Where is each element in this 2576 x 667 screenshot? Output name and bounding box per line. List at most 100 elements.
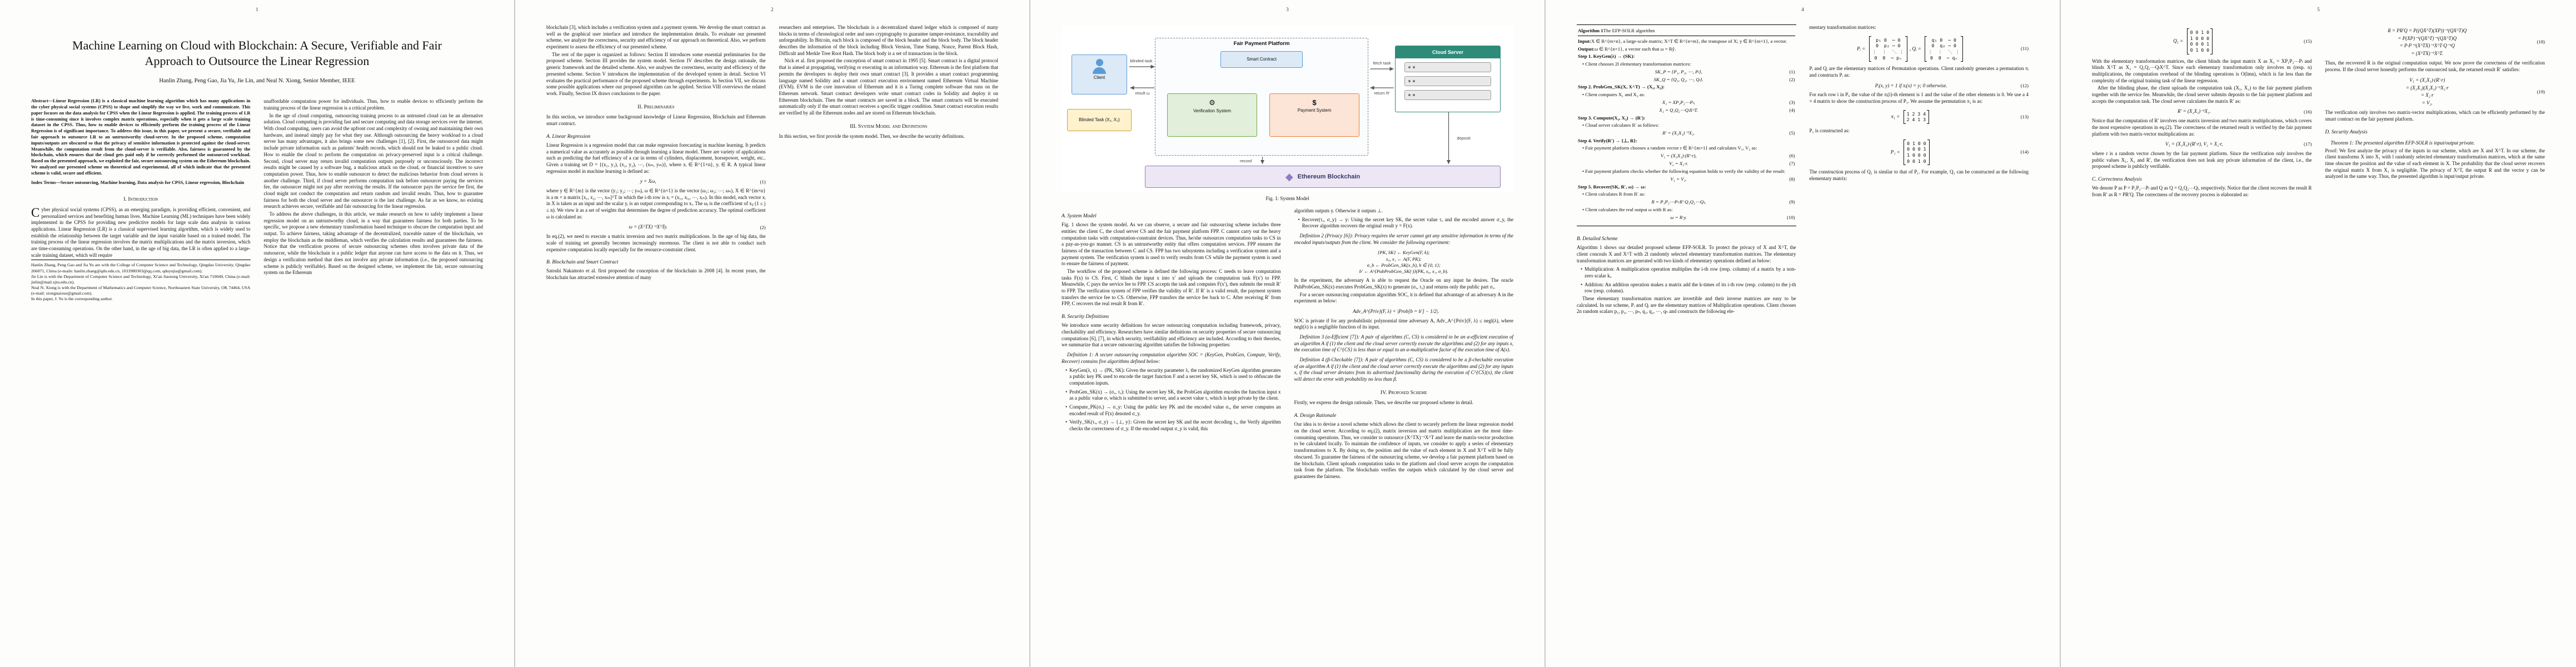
paragraph: These elementary transformation matrices… — [1577, 296, 1796, 315]
bullet-text: Verify_SK(τₓ, σ_y) → {⊥, y}: Given the s… — [1069, 419, 1281, 431]
person-head-shape — [1095, 59, 1103, 66]
equation-text: X₁ = XP₁P₂⋯Pₗ, — [1662, 99, 1695, 105]
algorithm-line: Step 3. Compute(X₁, X₂) → (R′): — [1578, 115, 1795, 121]
bullet-text: ProbGen_SK(x) → (σₓ, τₓ): Using the secr… — [1069, 389, 1281, 401]
algorithm-line: • Client calculates the real output ω wi… — [1582, 207, 1795, 213]
server-dot — [1413, 94, 1415, 96]
equation-text: , Qᵢ = — [1910, 46, 1922, 52]
equation-number: (17) — [2304, 141, 2312, 147]
equation: V₂ = X₂·r.(7) — [1578, 161, 1795, 167]
subsection-heading: D. Security Analysis — [2325, 129, 2368, 135]
page-number: 3 — [1286, 7, 1289, 12]
algorithm-line: Step 4. Verify(R′) → {⊥, R}: — [1578, 138, 1795, 144]
figure-caption: Fig. 1: System Model — [1265, 196, 1309, 201]
columns: Q₁ = 0 0 1 0 1 0 0 0 0 0 0 1 0 1 0 0(15)… — [2092, 24, 2545, 646]
equation: Pᵢ = p₁ 0 ⋯ 0 0 p₂ ⋯ 0 ⋮ ⋮ ⋱ ⋮ 0 0 ⋯ pₙ,… — [1810, 35, 2029, 63]
page-number: 2 — [771, 7, 774, 12]
fig-smart-contract-box: Smart Contract — [1220, 51, 1303, 68]
equation-number: (16) — [2304, 108, 2312, 115]
paragraph: Pᵢ and Qᵢ are the elementary matrices of… — [1809, 66, 2029, 78]
bullet-item: •Multiplication: A multiplication operat… — [1581, 266, 1796, 279]
section-heading: II. Preliminaries — [637, 103, 675, 110]
theorem: Definition 2 (Privacy [6]): Privacy requ… — [1294, 233, 1514, 245]
paragraph: We introduce some security definitions f… — [1062, 322, 1281, 348]
algorithm-line: Step 1. KeyGen(λ) → (SK): — [1578, 53, 1795, 59]
equation-text: Q₁ = — [2173, 38, 2185, 44]
subsection-heading: A. System Model — [1062, 213, 1097, 219]
theorem: Definition 4 (β-Checkable [7]): A pair o… — [1294, 357, 1514, 382]
equation-text: X₂ = Q₁Q₂⋯QₗX^T. — [1659, 107, 1698, 113]
fig-payment-box-label: Payment System — [1297, 108, 1332, 113]
algorithm-line-text: • Cloud server calculates R′ as follows: — [1582, 122, 1659, 128]
fig-client-box-label: Client — [1093, 75, 1105, 80]
equation-text: ω = R·y. — [1670, 215, 1687, 221]
equation-text: y = Xω, — [640, 178, 656, 185]
paragraph: algorithm outputs y. Otherwise it output… — [1294, 208, 1383, 213]
gear-icon: ⚙ — [1209, 98, 1215, 107]
bullet-item: •Compute_PK(σₓ) → σ_y: Using the public … — [1065, 404, 1281, 417]
paragraph: where r is a random vector chosen by the… — [2092, 150, 2312, 170]
subsection-heading: B. Blockchain and Smart Contract — [546, 260, 619, 266]
algorithm-line: • Client chooses 2l elementary transform… — [1582, 61, 1795, 67]
bullet-marker: • — [1065, 367, 1068, 373]
paragraph: In this section, we first provide the sy… — [779, 133, 965, 140]
equation: V₁ = V₂.(8) — [1578, 176, 1795, 182]
equation-body: V₁ = (X₂X₁)·(R′·r), — [1578, 153, 1780, 159]
subsection-heading: B. Security Definitions — [1062, 314, 1109, 320]
algorithm-line: • Fair payment platform checks whether t… — [1582, 168, 1795, 175]
paragraph: We denote P as P = P₁P₂⋯Pₗ and Q as Q = … — [2092, 185, 2312, 197]
arrow-label: record — [1240, 158, 1252, 163]
bullet-text: Recover(τₓ, σ_y) → y: Using the secret k… — [1302, 216, 1513, 229]
equation-number: (4) — [1789, 107, 1795, 113]
matrix: 1 2 3 4 2 4 1 3 — [1903, 109, 1930, 125]
equation-number: (2) — [1789, 76, 1795, 82]
bullet-text: KeyGen(λ, x) → (PK, SK): Given the secur… — [1069, 367, 1281, 386]
paragraph: where y ∈ R^{m} is the vector (y₁; y₂; ⋯… — [546, 188, 766, 220]
column-left: blockchain [3], which includes a verific… — [546, 24, 766, 646]
equation-text: SK_Q = {Q₁, Q₂, ⋯, Qₗ}. — [1653, 76, 1703, 82]
equation-body: P₁ = 0 1 0 0 0 0 0 1 1 0 0 0 0 0 1 0 — [1810, 138, 2014, 167]
subsection-heading: A. Linear Regression — [546, 133, 591, 140]
algorithm-line-lead: Step 4. Verify(R′) → {⊥, R}: — [1578, 137, 1637, 143]
matrix: p₁ 0 ⋯ 0 0 p₂ ⋯ 0 ⋮ ⋮ ⋱ ⋮ 0 0 ⋯ pₙ — [1869, 36, 1908, 62]
equation: SK_P = {P₁, P₂, ⋯, Pₗ},(1) — [1578, 69, 1795, 75]
fig-platform-box-label: Fair Payment Platform — [1233, 41, 1290, 47]
column-right: mentary transformation matrices:Pᵢ = p₁ … — [1810, 24, 2029, 646]
equation: ω = (X^TX)⁻¹X^Ty.(2) — [546, 224, 766, 231]
equation-text: R = PR′Q = P((QX^T)(XP))⁻¹(QX^T)Q = P(XP… — [2388, 28, 2467, 56]
paragraph: After the blinding phase, the client upl… — [2092, 85, 2312, 104]
matrix: 0 1 0 0 0 0 0 1 1 0 0 0 0 0 1 0 — [1904, 139, 1930, 166]
algorithm-line: • Client computes X₁ and X₂ as: — [1582, 92, 1795, 98]
page-number: 5 — [2317, 7, 2320, 12]
equation-number: (2) — [760, 224, 766, 230]
equation-body: R′ = (X₂X₁)⁻¹X₂. — [2092, 108, 2296, 115]
page-5: 5 Q₁ = 0 0 1 0 1 0 0 0 0 0 0 1 0 1 0 0(15… — [2061, 0, 2576, 667]
bullet-marker: • — [1065, 419, 1068, 425]
dollar-icon: $ — [1312, 98, 1317, 107]
equation-body: V₁ = (X₂X₁)·(R′·r), V₂ = X₂·r, — [2092, 141, 2296, 148]
subsection-heading: B. Detailed Scheme — [1577, 236, 1618, 242]
subsection-heading: A. Design Rationale — [1294, 413, 1337, 419]
ethereum-box-label: Ethereum Blockchain — [1297, 173, 1361, 180]
equation-body: SK_P = {P₁, P₂, ⋯, Pₗ}, — [1578, 69, 1780, 75]
fig-cloud-box: Cloud Server — [1395, 46, 1501, 112]
equation-number: (8) — [1789, 176, 1795, 182]
paper-title: Machine Learning on Cloud with Blockchai… — [72, 38, 442, 68]
paragraph: Fig. 1 shows the system model. As we can… — [1062, 222, 1281, 267]
algorithm-line: • Client calculates R from R′ as: — [1582, 191, 1795, 197]
equation-number: (18) — [2537, 39, 2545, 45]
server-dot — [1413, 80, 1415, 82]
server-icon — [1404, 76, 1491, 86]
section-heading: III. System Model and Definitions — [850, 123, 928, 130]
server-dot — [1408, 80, 1411, 82]
algorithm-line-text: • Fair payment platform chooses a random… — [1582, 145, 1757, 151]
equation-number: (12) — [2020, 82, 2029, 88]
fig-client-box: Client — [1072, 54, 1127, 94]
equation-number: (19) — [2537, 88, 2545, 94]
